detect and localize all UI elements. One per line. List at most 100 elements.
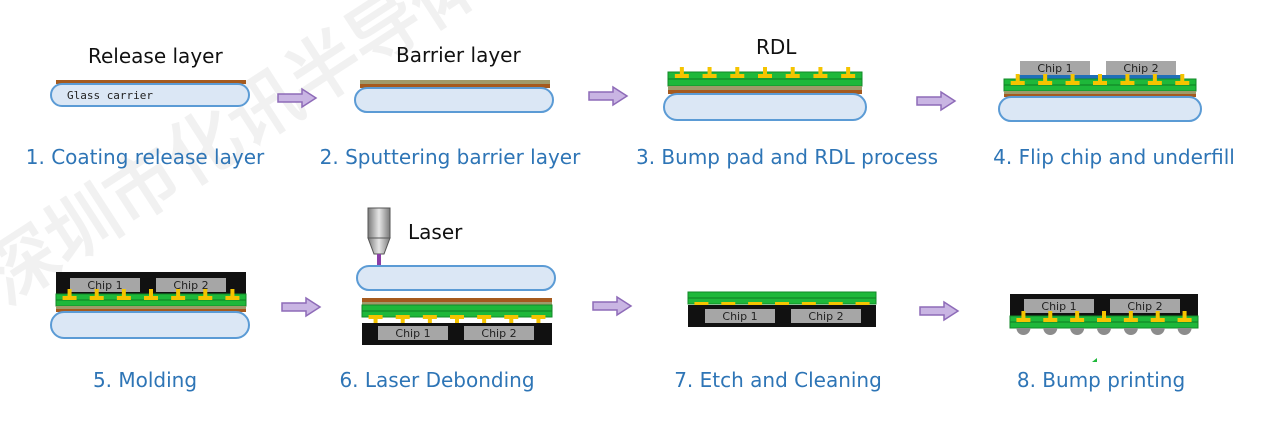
bump-pad-stem (1180, 74, 1185, 82)
rdl-label: RDL (756, 35, 797, 59)
arrow-step-6-to-7 (592, 295, 633, 317)
glass-carrier-label: Glass carrier (67, 89, 153, 102)
glass-carrier (354, 87, 554, 113)
glass-carrier (663, 93, 867, 121)
chip-1-label: Chip 1 (395, 327, 430, 340)
bump-pad-base (116, 296, 131, 300)
step-3-caption: 3. Bump pad and RDL process (635, 145, 939, 169)
bump-pad-base (1093, 81, 1107, 85)
bump-pad-base (198, 296, 213, 300)
bump-pad (198, 289, 213, 300)
release-layer (360, 84, 550, 88)
bump-pad-stem (735, 67, 740, 75)
glass-carrier (998, 96, 1202, 122)
bump-pad (1043, 311, 1058, 322)
bump-pad-stem (94, 289, 99, 297)
chip-2-label: Chip 2 (1127, 300, 1162, 313)
step-2-caption: 2. Sputtering barrier layer (319, 145, 581, 169)
glass-carrier (356, 265, 556, 291)
bump-pad-base (368, 315, 383, 319)
bump-pad-stem (1015, 74, 1020, 82)
barrier-layer (668, 86, 862, 90)
barrier-layer (362, 302, 552, 305)
release-layer-label: Release layer (88, 44, 223, 68)
bump-pad-stem (1128, 311, 1133, 319)
bump-pad-stem (400, 318, 405, 326)
solder-ball (1097, 328, 1111, 335)
bump-pad (116, 289, 131, 300)
bump-pad-base (1147, 81, 1162, 85)
glass-carrier (50, 311, 250, 339)
bump-pad-stem (121, 289, 126, 297)
release-layer (362, 298, 552, 302)
bump-pad-base (1097, 318, 1111, 322)
chip-2 (1110, 299, 1180, 313)
arrow-step-3-to-4 (916, 90, 957, 112)
bump-pad (841, 67, 856, 78)
bump-pad-stem (1182, 311, 1187, 319)
bump-pad (171, 289, 186, 300)
bump-pad-base (785, 74, 800, 78)
laser-label: Laser (408, 220, 463, 244)
bump-pad-base (1010, 81, 1025, 85)
bump-pad (1070, 311, 1085, 322)
solder-ball (1070, 328, 1085, 335)
bump-pad (1177, 311, 1192, 322)
bump-pad (144, 289, 158, 300)
bump-pad (89, 289, 104, 300)
bump-pad (62, 289, 77, 300)
bump-pad (477, 315, 492, 326)
bump-pad-base (450, 315, 464, 319)
arrow-step-5-to-6 (281, 296, 322, 318)
bump-pad-base (89, 296, 104, 300)
release-layer (56, 80, 246, 84)
solder-ball (1016, 328, 1031, 335)
bump-pad-base (828, 302, 843, 306)
bump-pad (1016, 311, 1031, 322)
bump-pad (1065, 74, 1080, 85)
bump-pad-base (721, 302, 736, 306)
chip-2 (156, 278, 226, 292)
bump-pad-base (1120, 81, 1135, 85)
bump-pad-base (477, 315, 492, 319)
bump-pad-stem (427, 318, 432, 326)
solder-ball (1177, 328, 1192, 335)
chip-2-label: Chip 2 (808, 310, 843, 323)
step-4-caption: 4. Flip chip and underfill (993, 145, 1235, 169)
arrow-step-1-to-2 (277, 87, 318, 109)
bump-pad-stem (67, 289, 72, 297)
chip-1-label: Chip 1 (1041, 300, 1076, 313)
bump-pad (730, 67, 745, 78)
bump-pad-base (801, 302, 816, 306)
bump-pad (395, 315, 410, 326)
arrow-step-7-to-8 (919, 300, 960, 322)
bump-pad-base (62, 296, 77, 300)
bump-pad-stem (536, 318, 541, 326)
bump-pad (1038, 74, 1053, 85)
bump-pad-base (1038, 81, 1053, 85)
chip-1 (1024, 299, 1094, 313)
barrier-layer (360, 80, 550, 84)
solder-ball (1123, 328, 1138, 335)
bump-pad-base (758, 74, 772, 78)
bump-pad-base (841, 74, 856, 78)
bump-pad-base (1070, 318, 1085, 322)
chip-2-label: Chip 2 (1123, 62, 1158, 75)
chip-1-label: Chip 1 (87, 279, 122, 292)
bump-pad-base (395, 315, 410, 319)
bump-pad (1120, 74, 1135, 85)
bump-pad (1147, 74, 1162, 85)
step-1-caption: 1. Coating release layer (25, 145, 265, 169)
bump-pad-stem (846, 67, 851, 75)
bump-pad-base (748, 302, 763, 306)
bump-pad-base (674, 74, 689, 78)
bump-pad (702, 67, 717, 78)
bump-pad-base (813, 74, 828, 78)
bump-pad-stem (1152, 74, 1157, 82)
barrier-layer (56, 306, 246, 309)
bump-pad-stem (1102, 311, 1106, 319)
bump-pad-stem (1155, 311, 1160, 319)
bump-pad-base (702, 74, 717, 78)
bump-pad (758, 67, 772, 78)
